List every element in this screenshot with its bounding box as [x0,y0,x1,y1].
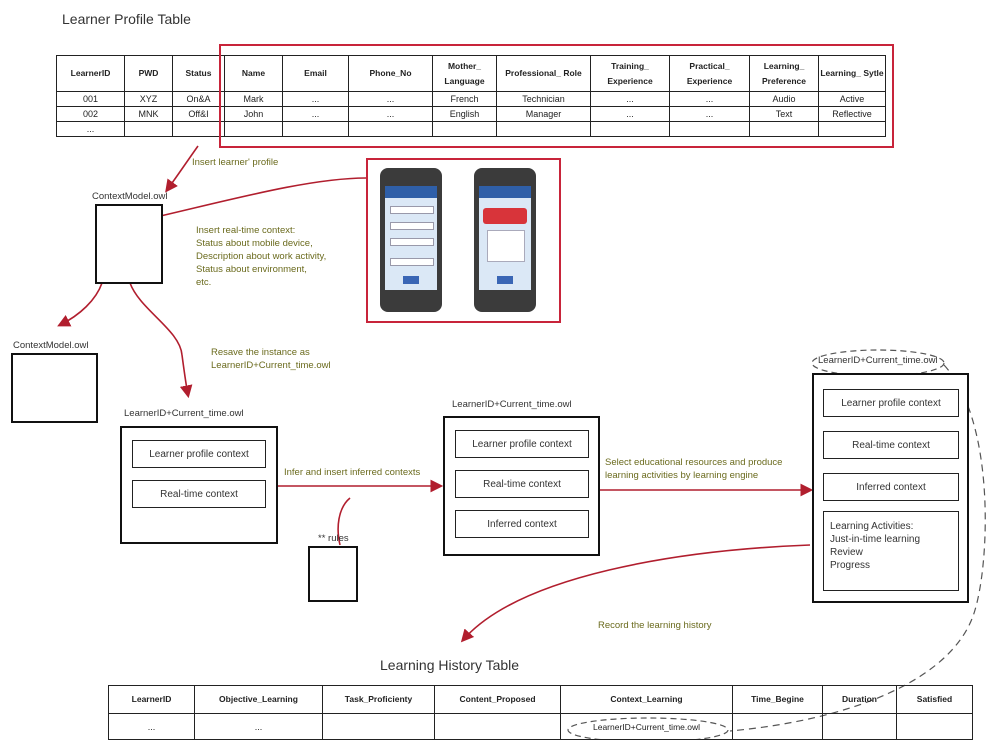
insert-profile-label: Insert learner' profile [192,157,279,168]
arrow-resave [129,282,193,399]
history-table-title: Learning History Table [380,657,520,673]
context-model-copy-box [11,353,98,423]
real-time-context: Real-time context [455,470,589,498]
learner-profile-context: Learner profile context [823,389,959,417]
header-cell: Task_Proficienty [322,685,435,714]
arrow-insert-profile [165,145,199,193]
annotation-line: Status about mobile device, [196,238,313,249]
context-model-label: ContextModel.owl [92,191,168,202]
cell [322,713,435,740]
rules-box [308,546,358,602]
annotation-line: Resave the instance as [211,347,310,358]
cell: ... [108,713,195,740]
instance-2-box: Learner profile context Real-time contex… [443,416,600,556]
table-row: ... [56,121,886,137]
instance-1-label: LearnerID+Current_time.owl [124,408,244,419]
phone-left [380,168,442,312]
learning-activities-box: Learning Activities: Just-in-time learni… [823,511,959,591]
inferred-context: Inferred context [455,510,589,538]
context-model-copy-label: ContextModel.owl [13,340,89,351]
dashed-ellipse-top [811,349,945,377]
header-cell: Learning_ Sytle [818,55,886,92]
cell [822,713,897,740]
table-header-row: LearnerID PWD Status Name Email Phone_No… [56,55,886,92]
cell: ... [56,121,125,137]
cell [732,713,823,740]
learner-profile-table: LearnerID PWD Status Name Email Phone_No… [56,55,886,137]
phone-left-screen [385,186,437,290]
real-time-context: Real-time context [132,480,266,508]
mobile-screens-frame [366,158,561,323]
header-cell: Training_ Experience [590,55,670,92]
instance-1-box: Learner profile context Real-time contex… [120,426,278,544]
header-cell: Professional_ Role [496,55,591,92]
activity-line: Progress [830,560,871,571]
header-cell: LearnerID [56,55,125,92]
learning-history-table: LearnerID Objective_Learning Task_Profic… [108,685,973,740]
arrow-insert-realtime [148,177,367,223]
header-cell: Satisfied [896,685,973,714]
arrow-record [460,544,811,643]
table-header-row: LearnerID Objective_Learning Task_Profic… [108,685,973,714]
inferred-context: Inferred context [823,473,959,501]
context-model-box [95,204,163,284]
arrow-from-rules [337,497,351,546]
header-cell: Duration [822,685,897,714]
select-label: Select educational resources and produce… [605,456,782,482]
header-cell: LearnerID [108,685,195,714]
annotation-line: Status about environment, [196,264,307,275]
profile-highlight-box [219,44,894,148]
learner-profile-context: Learner profile context [132,440,266,468]
cell [434,713,561,740]
header-cell: Objective_Learning [194,685,323,714]
activity-line: Learning Activities: [830,521,914,532]
header-cell: PWD [124,55,173,92]
cell: LearnerID+Current_time.owl [560,713,733,740]
annotation-line: LearnerID+Current_time.owl [211,360,331,371]
header-cell: Email [282,55,349,92]
annotation-line: etc. [196,277,212,288]
table-row: 001 XYZ On&A Mark ... ... French Technic… [56,91,886,107]
profile-table-title: Learner Profile Table [62,11,191,27]
annotation-line: Description about work activity, [196,251,327,262]
phone-right-screen [479,186,531,290]
activity-line: Review [830,547,863,558]
table-row: ... ... LearnerID+Current_time.owl [108,713,973,740]
rules-label: ** rules [318,533,349,544]
resave-label: Resave the instance as LearnerID+Current… [211,346,331,372]
header-cell: Status [172,55,225,92]
instance-2-label: LearnerID+Current_time.owl [452,399,572,410]
header-cell: Context_Learning [560,685,733,714]
header-cell: Phone_No [348,55,433,92]
annotation-line: learning activities by learning engine [605,470,759,481]
header-cell: Time_Begine [732,685,823,714]
annotation-line: Select educational resources and produce [605,457,783,468]
arrow-to-contextmodel-copy [57,282,103,327]
record-label: Record the learning history [598,620,712,631]
infer-label: Infer and insert inferred contexts [284,467,421,478]
instance-3-label: LearnerID+Current_time.owl [818,355,938,366]
instance-3-box: Learner profile context Real-time contex… [812,373,969,603]
cell [896,713,973,740]
annotation-line: Insert real-time context: [196,225,296,236]
learner-profile-context: Learner profile context [455,430,589,458]
cell [818,121,886,137]
insert-realtime-label: Insert real-time context: Status about m… [196,224,326,289]
phone-right [474,168,536,312]
header-cell: Learning_ Preference [749,55,819,92]
cell: ... [194,713,323,740]
header-cell: Content_Proposed [434,685,561,714]
activity-line: Just-in-time learning [830,534,921,545]
real-time-context: Real-time context [823,431,959,459]
